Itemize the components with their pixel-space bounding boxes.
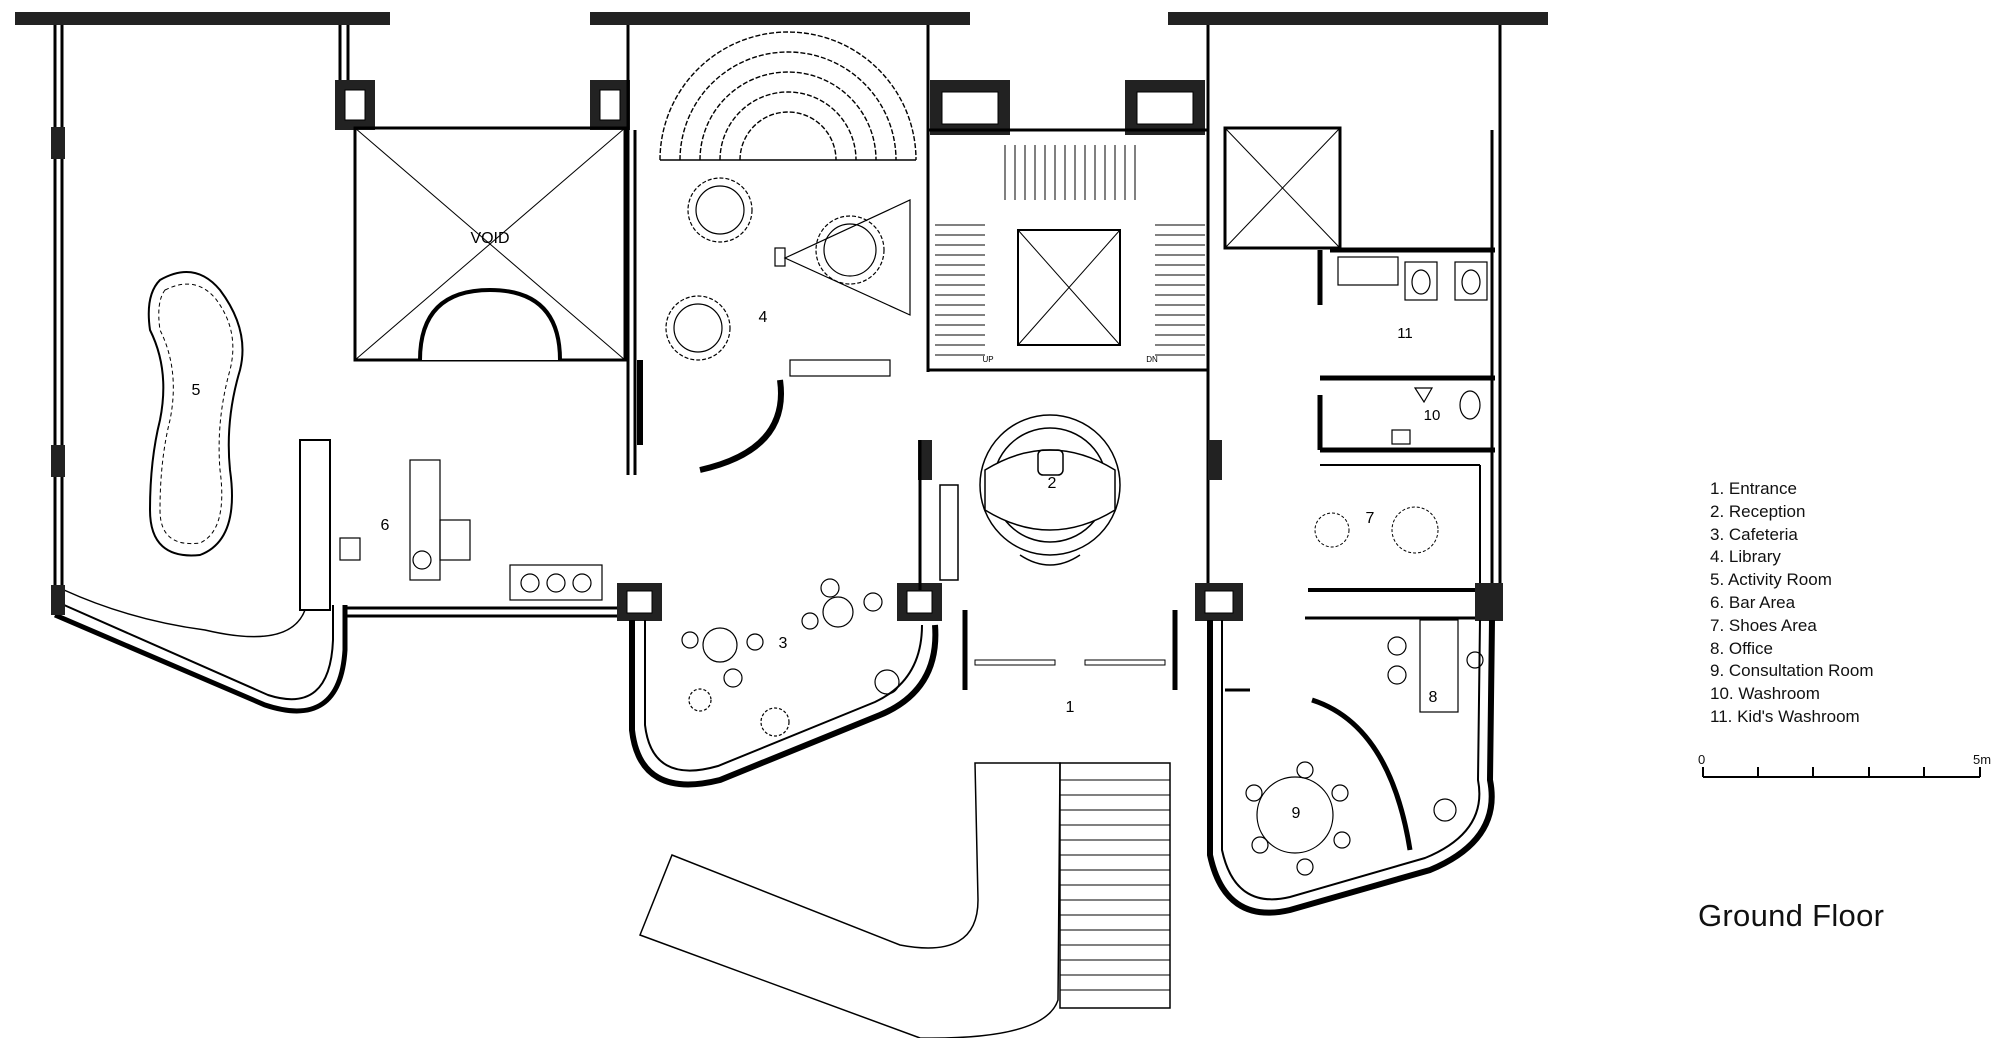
legend-item: 6. Bar Area bbox=[1710, 592, 1796, 612]
sheet-title: Ground Floor bbox=[1698, 898, 1885, 933]
stair-core bbox=[926, 128, 1210, 372]
bar-area-furniture bbox=[339, 459, 603, 601]
office-furniture bbox=[1387, 619, 1484, 822]
activity-room-walls bbox=[53, 25, 350, 714]
room-label-office: 8 bbox=[1429, 689, 1438, 706]
entrance-steps bbox=[1060, 779, 1170, 991]
pool-shape bbox=[147, 271, 244, 557]
stair-up-label: UP bbox=[982, 355, 993, 364]
room-label-activity-room: 5 bbox=[192, 382, 201, 399]
room-label-library: 4 bbox=[759, 309, 768, 326]
scale-bar bbox=[1702, 767, 1981, 778]
legend-item: 9. Consultation Room bbox=[1710, 661, 1874, 681]
activity-room-columns bbox=[51, 127, 65, 615]
cafeteria-tables bbox=[681, 578, 900, 737]
room-label-consultation-room: 9 bbox=[1292, 805, 1301, 822]
cafeteria-walls bbox=[617, 440, 959, 788]
legend-item: 7. Shoes Area bbox=[1710, 615, 1817, 635]
void-area bbox=[353, 126, 627, 362]
legend-item: 11. Kid's Washroom bbox=[1710, 706, 1860, 726]
scale-bar-end-label: 5m bbox=[1973, 752, 1992, 767]
legend-item: 5. Activity Room bbox=[1710, 570, 1832, 590]
room-label-shoes-area: 7 bbox=[1366, 510, 1375, 527]
structural-columns bbox=[335, 80, 1205, 135]
void-label: VOID bbox=[470, 230, 509, 247]
legend-item: 3. Cafeteria bbox=[1710, 524, 1798, 544]
amphitheatre-seating bbox=[659, 31, 917, 161]
room-legend: 1. Entrance 2. Reception 3. Cafeteria 4.… bbox=[1710, 478, 1873, 729]
right-wing-walls bbox=[1206, 25, 1502, 600]
consultation-table bbox=[1245, 761, 1351, 876]
washroom-fixtures bbox=[1337, 256, 1488, 445]
library-curved-partition bbox=[699, 379, 784, 473]
top-facade-bands bbox=[15, 12, 1548, 25]
office-walls bbox=[1195, 583, 1503, 916]
entrance-area bbox=[962, 610, 1178, 1009]
room-label-reception: 2 bbox=[1048, 475, 1057, 492]
legend-item: 8. Office bbox=[1710, 638, 1773, 658]
reception-desk bbox=[979, 414, 1121, 566]
shoes-area-furniture bbox=[1314, 506, 1439, 554]
stair-down-label: DN bbox=[1146, 355, 1158, 364]
room-label-kids-washroom: 11 bbox=[1397, 325, 1413, 342]
legend-item: 1. Entrance bbox=[1710, 479, 1797, 498]
legend-item: 4. Library bbox=[1710, 547, 1781, 567]
legend-item: 10. Washroom bbox=[1710, 684, 1820, 704]
entrance-ramp bbox=[639, 762, 1061, 1038]
bar-area-walls bbox=[299, 360, 655, 618]
stair-treads bbox=[935, 145, 1205, 356]
scale-bar-start-label: 0 bbox=[1698, 752, 1706, 767]
room-label-bar-area: 6 bbox=[381, 517, 390, 534]
legend-item: 2. Reception bbox=[1710, 501, 1806, 521]
room-label-cafeteria: 3 bbox=[779, 635, 788, 652]
room-label-entrance: 1 bbox=[1066, 699, 1075, 716]
pool-edge bbox=[158, 283, 234, 545]
library-furniture bbox=[665, 177, 911, 377]
room-label-washroom: 10 bbox=[1424, 407, 1441, 424]
